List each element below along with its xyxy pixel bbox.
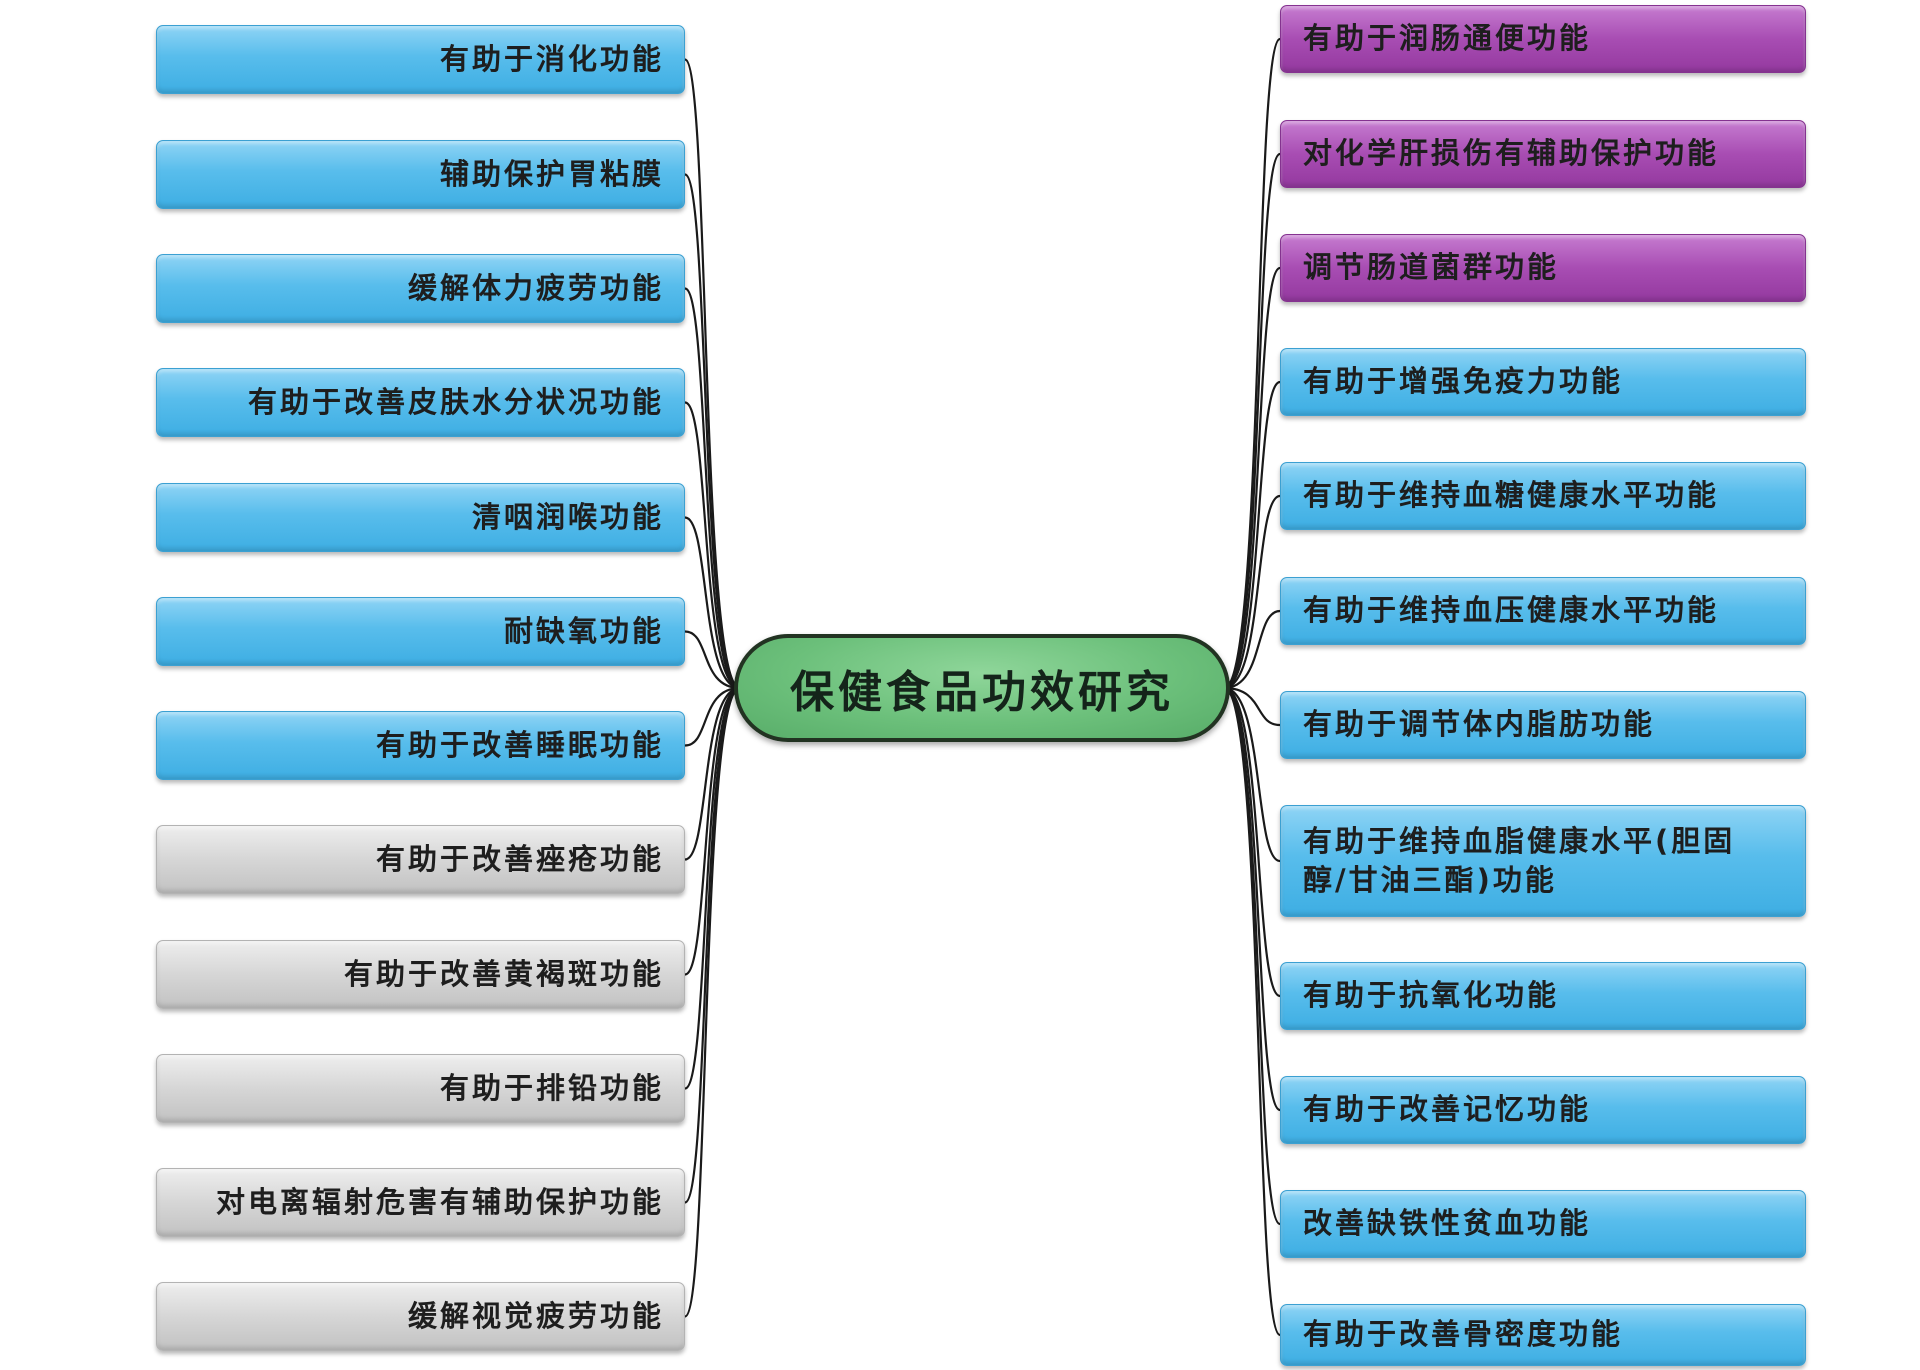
node-label: 有助于抗氧化功能	[1303, 978, 1560, 1013]
connector-right-10	[1222, 686, 1282, 1112]
right-node-3: 调节肠道菌群功能	[1280, 234, 1806, 302]
node-label: 有助于改善痤疮功能	[375, 841, 664, 876]
central-topic-label: 保健食品功效研究	[790, 667, 1174, 718]
connector-right-4	[1222, 380, 1282, 690]
connector-left-3	[683, 287, 742, 690]
node-label: 有助于润肠通便功能	[1303, 21, 1592, 56]
node-label: 有助于排铅功能	[439, 1070, 664, 1105]
right-node-12: 有助于改善骨密度功能	[1280, 1304, 1806, 1366]
node-label: 对电离辐射危害有辅助保护功能	[215, 1184, 664, 1219]
node-label: 有助于改善记忆功能	[1303, 1092, 1592, 1127]
central-topic: 保健食品功效研究	[734, 634, 1230, 742]
node-label: 辅助保护胃粘膜	[439, 156, 664, 191]
connector-right-2	[1222, 152, 1282, 690]
node-label: 有助于改善睡眠功能	[375, 727, 664, 762]
right-node-11: 改善缺铁性贫血功能	[1280, 1190, 1806, 1258]
connector-right-11	[1222, 686, 1282, 1226]
connector-left-11	[683, 686, 742, 1204]
node-label: 缓解视觉疲劳功能	[407, 1298, 664, 1333]
node-label: 有助于维持血压健康水平功能	[1303, 593, 1720, 628]
node-label: 有助于调节体内脂肪功能	[1303, 707, 1656, 742]
right-node-9: 有助于抗氧化功能	[1280, 962, 1806, 1030]
left-node-8: 有助于改善痤疮功能	[156, 825, 685, 894]
connector-right-9	[1222, 686, 1282, 998]
left-node-2: 辅助保护胃粘膜	[156, 140, 685, 209]
connector-left-10	[683, 686, 742, 1090]
right-node-1: 有助于润肠通便功能	[1280, 5, 1806, 73]
left-node-5: 清咽润喉功能	[156, 483, 685, 552]
connector-left-4	[683, 401, 742, 690]
connector-left-1	[683, 58, 742, 690]
connector-right-7	[1222, 686, 1282, 727]
connector-right-8	[1222, 686, 1282, 863]
node-label: 清咽润喉功能	[471, 499, 664, 534]
connector-right-12	[1222, 686, 1282, 1337]
node-label: 缓解体力疲劳功能	[407, 270, 664, 305]
left-node-1: 有助于消化功能	[156, 25, 685, 94]
right-node-5: 有助于维持血糖健康水平功能	[1280, 462, 1806, 530]
connector-right-5	[1222, 494, 1282, 690]
left-node-4: 有助于改善皮肤水分状况功能	[156, 368, 685, 437]
right-node-4: 有助于增强免疫力功能	[1280, 348, 1806, 416]
node-label: 有助于维持血脂健康水平(胆固 醇/甘油三酯)功能	[1303, 823, 1736, 897]
left-node-9: 有助于改善黄褐斑功能	[156, 940, 685, 1009]
connector-right-1	[1222, 37, 1282, 690]
node-label: 调节肠道菌群功能	[1303, 250, 1560, 285]
node-label: 有助于增强免疫力功能	[1303, 364, 1624, 399]
right-node-8: 有助于维持血脂健康水平(胆固 醇/甘油三酯)功能	[1280, 805, 1806, 917]
node-label: 有助于改善骨密度功能	[1303, 1317, 1624, 1352]
connector-left-6	[683, 630, 742, 690]
left-node-10: 有助于排铅功能	[156, 1054, 685, 1123]
left-node-3: 缓解体力疲劳功能	[156, 254, 685, 323]
node-label: 对化学肝损伤有辅助保护功能	[1303, 136, 1720, 171]
left-node-11: 对电离辐射危害有辅助保护功能	[156, 1168, 685, 1237]
connector-left-5	[683, 516, 742, 690]
connector-left-12	[683, 686, 742, 1318]
connector-left-8	[683, 686, 742, 861]
node-label: 改善缺铁性贫血功能	[1303, 1206, 1592, 1241]
right-node-7: 有助于调节体内脂肪功能	[1280, 691, 1806, 759]
connector-right-6	[1222, 609, 1282, 690]
connector-left-7	[683, 686, 742, 747]
right-node-10: 有助于改善记忆功能	[1280, 1076, 1806, 1144]
connector-left-9	[683, 686, 742, 976]
connector-right-3	[1222, 266, 1282, 690]
right-node-2: 对化学肝损伤有辅助保护功能	[1280, 120, 1806, 188]
left-node-7: 有助于改善睡眠功能	[156, 711, 685, 780]
node-label: 有助于维持血糖健康水平功能	[1303, 478, 1720, 513]
node-label: 有助于改善黄褐斑功能	[343, 956, 664, 991]
node-label: 耐缺氧功能	[503, 613, 664, 648]
right-node-6: 有助于维持血压健康水平功能	[1280, 577, 1806, 645]
left-node-6: 耐缺氧功能	[156, 597, 685, 666]
node-label: 有助于消化功能	[439, 41, 664, 76]
connector-left-2	[683, 173, 742, 690]
left-node-12: 缓解视觉疲劳功能	[156, 1282, 685, 1351]
node-label: 有助于改善皮肤水分状况功能	[247, 384, 664, 419]
